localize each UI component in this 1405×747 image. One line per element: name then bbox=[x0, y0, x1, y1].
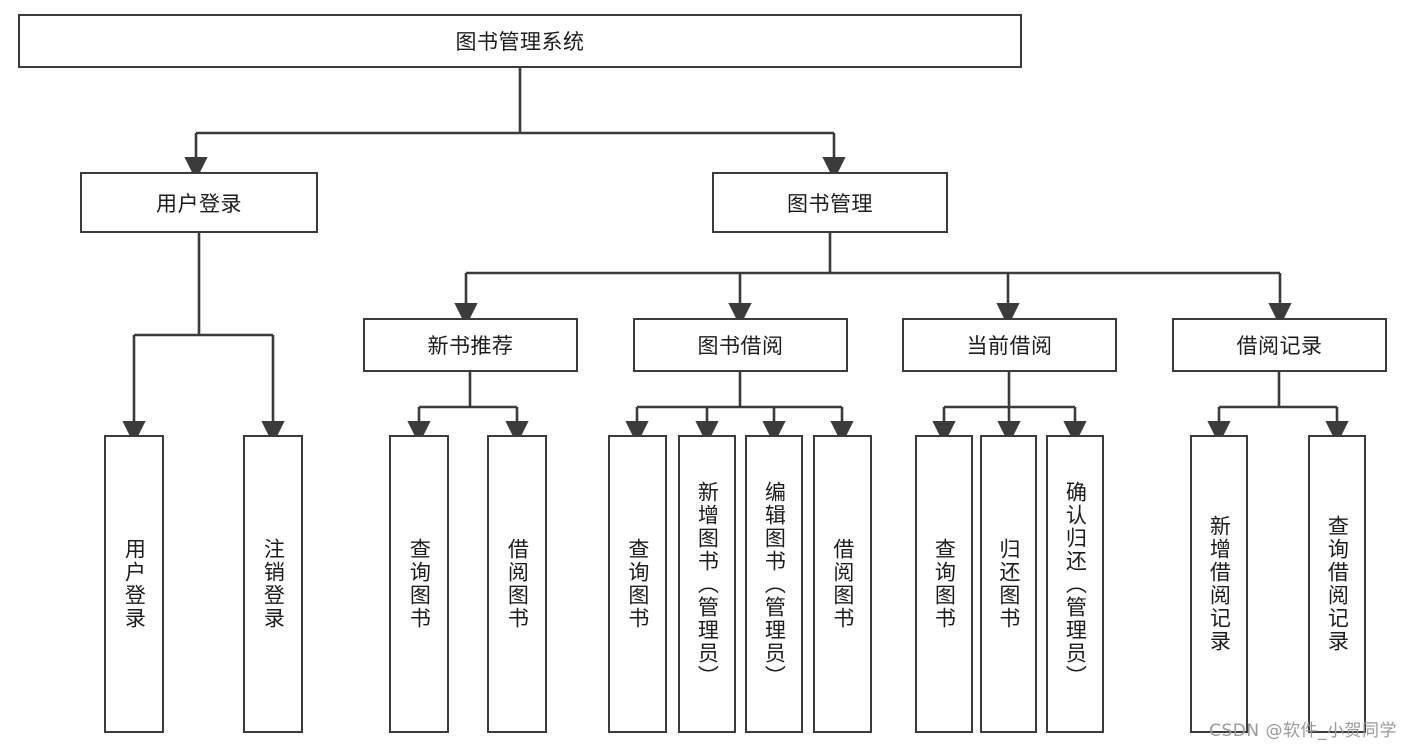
leaf-edit-book-admin-label: 编辑图书（管理员） bbox=[762, 480, 787, 688]
node-root-label: 图书管理系统 bbox=[455, 30, 585, 54]
node-user-login-label: 用户登录 bbox=[156, 191, 242, 216]
leaf-user-login-label: 用户登录 bbox=[122, 538, 147, 630]
node-book-management[interactable]: 图书管理 bbox=[712, 172, 948, 233]
leaf-return-book-label: 归还图书 bbox=[996, 538, 1021, 630]
leaf-add-book-admin-label: 新增图书（管理员） bbox=[695, 480, 720, 688]
leaf-query-book-borrow-label: 查询图书 bbox=[625, 538, 650, 630]
leaf-query-book-recommend[interactable]: 查询图书 bbox=[389, 435, 449, 733]
leaf-borrow-book-label: 借阅图书 bbox=[830, 538, 855, 630]
leaf-confirm-return-admin-label: 确认归还（管理员） bbox=[1063, 480, 1088, 688]
leaf-borrow-book-recommend-label: 借阅图书 bbox=[505, 538, 530, 630]
leaf-query-book-current[interactable]: 查询图书 bbox=[915, 435, 973, 733]
node-book-borrow[interactable]: 图书借阅 bbox=[633, 318, 848, 372]
node-user-login[interactable]: 用户登录 bbox=[80, 172, 318, 233]
leaf-edit-book-admin[interactable]: 编辑图书（管理员） bbox=[745, 435, 803, 733]
node-book-management-label: 图书管理 bbox=[787, 191, 873, 216]
node-root[interactable]: 图书管理系统 bbox=[18, 14, 1022, 68]
leaf-add-borrow-record-label: 新增借阅记录 bbox=[1207, 515, 1232, 653]
node-new-book-recommend[interactable]: 新书推荐 bbox=[363, 318, 578, 372]
leaf-query-borrow-record[interactable]: 查询借阅记录 bbox=[1308, 435, 1366, 733]
leaf-borrow-book[interactable]: 借阅图书 bbox=[813, 435, 872, 733]
node-book-borrow-label: 图书借阅 bbox=[697, 334, 784, 358]
leaf-borrow-book-recommend[interactable]: 借阅图书 bbox=[487, 435, 547, 733]
node-borrow-record-label: 借阅记录 bbox=[1236, 334, 1323, 358]
leaf-query-book-current-label: 查询图书 bbox=[932, 538, 957, 630]
node-current-borrow-label: 当前借阅 bbox=[966, 334, 1053, 358]
leaf-add-book-admin[interactable]: 新增图书（管理员） bbox=[678, 435, 736, 733]
leaf-add-borrow-record[interactable]: 新增借阅记录 bbox=[1190, 435, 1248, 733]
leaf-user-logout[interactable]: 注销登录 bbox=[243, 435, 303, 733]
watermark: CSDN @软件_小贺同学 bbox=[1209, 721, 1397, 741]
node-borrow-record[interactable]: 借阅记录 bbox=[1172, 318, 1387, 372]
leaf-user-logout-label: 注销登录 bbox=[261, 538, 286, 630]
node-new-book-recommend-label: 新书推荐 bbox=[427, 334, 514, 358]
leaf-query-book-recommend-label: 查询图书 bbox=[407, 538, 432, 630]
leaf-user-login[interactable]: 用户登录 bbox=[104, 435, 164, 733]
node-current-borrow[interactable]: 当前借阅 bbox=[902, 318, 1117, 372]
leaf-query-borrow-record-label: 查询借阅记录 bbox=[1325, 515, 1350, 653]
leaf-query-book-borrow[interactable]: 查询图书 bbox=[608, 435, 667, 733]
leaf-confirm-return-admin[interactable]: 确认归还（管理员） bbox=[1046, 435, 1104, 733]
leaf-return-book[interactable]: 归还图书 bbox=[980, 435, 1037, 733]
